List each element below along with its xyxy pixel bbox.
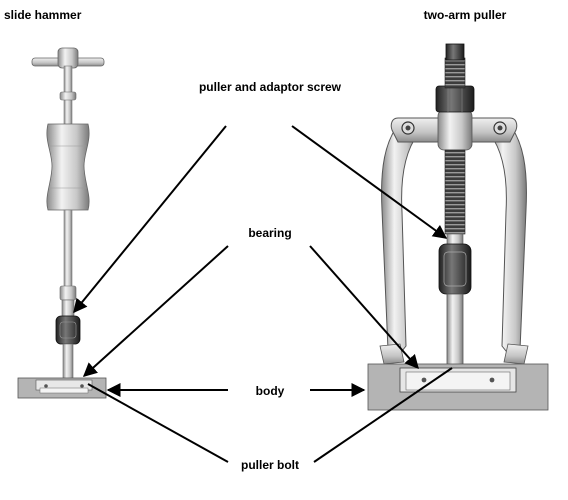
two-arm-puller-tool bbox=[367, 43, 549, 411]
lower-shaft bbox=[63, 209, 73, 291]
slide-hammer-tool bbox=[17, 47, 107, 399]
bearing-small bbox=[55, 315, 81, 345]
shaft-stop bbox=[59, 285, 77, 301]
leader-bolt-left bbox=[87, 383, 229, 463]
title-slide-hammer: slide hammer bbox=[4, 8, 82, 22]
title-two-arm-puller: two-arm puller bbox=[423, 8, 507, 22]
label-puller-bolt: puller bolt bbox=[241, 458, 299, 472]
left-arm bbox=[381, 119, 419, 357]
leader-bearing-left bbox=[82, 245, 229, 377]
label-body: body bbox=[255, 384, 285, 398]
threaded-screw bbox=[444, 57, 466, 89]
right-arm bbox=[489, 119, 527, 357]
label-puller-and-adaptor-screw: puller and adaptor screw bbox=[198, 80, 342, 94]
collar bbox=[59, 91, 77, 101]
hex-nut bbox=[435, 85, 475, 113]
leader-screw-left bbox=[73, 125, 227, 314]
leader-screw-right bbox=[291, 125, 448, 239]
adaptor bbox=[61, 299, 75, 317]
screw-head bbox=[445, 43, 465, 61]
slide-weight bbox=[46, 123, 90, 211]
t-handle-hub bbox=[57, 47, 79, 69]
label-bearing: bearing bbox=[248, 226, 292, 240]
leader-lines bbox=[73, 125, 453, 463]
leader-bolt-right bbox=[313, 367, 453, 463]
leader-bearing-right bbox=[309, 245, 419, 370]
